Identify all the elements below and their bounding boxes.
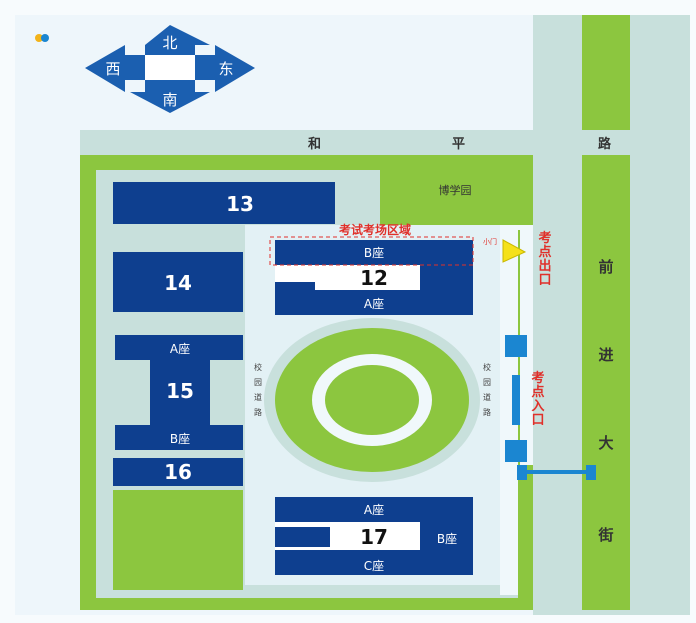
building-label: 15: [166, 379, 194, 403]
infield: [325, 365, 419, 435]
building-17: [275, 497, 473, 575]
wing-label: A座: [364, 296, 384, 311]
boxueyuan-garden: [380, 155, 530, 225]
street-label: 前: [598, 258, 613, 276]
building-label: 12: [360, 266, 388, 290]
logo-dot: [41, 34, 49, 42]
exam-zone-outline: [269, 236, 474, 266]
building-12: [275, 240, 473, 315]
boxueyuan-label: 博学园: [439, 183, 472, 197]
svg-text:考: 考: [538, 230, 551, 246]
road-label: 平: [452, 137, 465, 152]
campus-road-label-right: 校 园 道 路: [483, 362, 491, 417]
wing-label: B座: [364, 245, 384, 260]
entrance-label: 考 点 入 口: [531, 370, 544, 428]
wing-label: A座: [170, 341, 190, 356]
compass-south: 南: [162, 91, 177, 109]
wing-label: A座: [364, 502, 384, 517]
road-label: 和: [308, 136, 321, 152]
wing-label: C座: [364, 558, 384, 573]
svg-text:口: 口: [531, 413, 544, 428]
svg-text:点: 点: [531, 384, 544, 400]
building-label: 14: [164, 271, 192, 295]
svg-text:路: 路: [254, 407, 262, 417]
svg-text:路: 路: [483, 407, 491, 417]
side-gate-label: 小门: [483, 237, 497, 246]
green-lawn: [113, 490, 243, 590]
gate-pillar: [505, 335, 527, 357]
exit-marker-icon: [502, 239, 527, 263]
compass-icon: 北 南 西 东: [85, 25, 255, 113]
compass-east: 东: [218, 60, 233, 78]
svg-text:点: 点: [538, 244, 551, 260]
street-label: 街: [597, 526, 613, 544]
wing-label: B座: [170, 431, 190, 446]
building-15: [115, 335, 243, 450]
svg-text:道: 道: [483, 392, 491, 402]
compass-west: 西: [105, 60, 120, 78]
building-label: 16: [164, 460, 192, 484]
svg-text:入: 入: [531, 399, 544, 414]
building-16: [113, 458, 243, 486]
svg-text:出: 出: [538, 258, 551, 274]
svg-text:园: 园: [483, 378, 491, 387]
crosswalk-bridge: [517, 465, 596, 480]
building-14: [113, 252, 243, 312]
gate-pillar: [505, 440, 527, 462]
svg-text:考: 考: [531, 370, 544, 386]
svg-text:道: 道: [254, 392, 262, 402]
compass-north: 北: [162, 34, 177, 52]
svg-text:校: 校: [254, 362, 262, 372]
svg-text:口: 口: [538, 273, 551, 288]
building-13: [113, 182, 335, 224]
svg-text:校: 校: [483, 362, 491, 372]
median-strip: [582, 15, 630, 130]
side-walkway: [500, 225, 520, 595]
entrance-gate: [512, 375, 520, 425]
wing-label: B座: [437, 531, 457, 546]
building-label: 17: [360, 525, 388, 549]
svg-text:园: 园: [254, 378, 262, 387]
street-label: 进: [598, 346, 613, 364]
building-label: 13: [226, 192, 254, 216]
street-label: 大: [598, 434, 613, 452]
exam-zone-label: 考试考场区域: [339, 222, 411, 237]
median-strip: [582, 155, 630, 610]
campus-road-label-left: 校 园 道 路: [254, 362, 262, 417]
logo-dot: [35, 34, 43, 42]
exit-label: 考 点 出 口: [538, 230, 551, 288]
road-label: 路: [598, 136, 612, 152]
